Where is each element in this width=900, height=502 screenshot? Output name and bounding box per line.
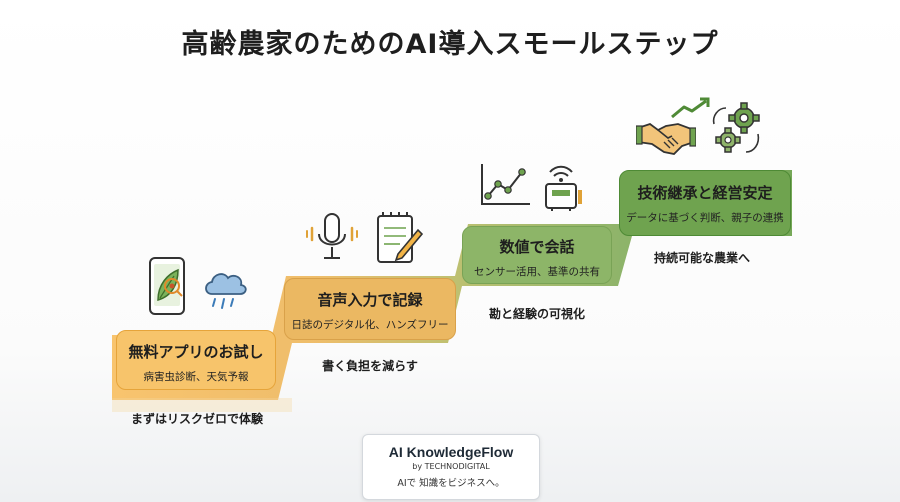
step-1-subtitle: 病害虫診断、天気予報 xyxy=(143,371,249,383)
growth-arrow-icon xyxy=(671,97,710,119)
wifi-sensor-icon xyxy=(545,165,582,211)
notebook-pen-icon xyxy=(377,212,424,263)
step-3-title: 数値で会話 xyxy=(499,238,575,256)
footer-byline: by TECHNODIGITAL xyxy=(412,462,490,471)
step-4-title: 技術継承と経営安定 xyxy=(637,184,773,202)
step-4-caption: 持続可能な農業へ xyxy=(653,251,750,265)
cloud-rain-icon xyxy=(205,273,247,309)
step-3-subtitle: センサー活用、基準の共有 xyxy=(474,266,600,278)
step-3-caption: 勘と経験の可視化 xyxy=(488,307,585,321)
smartphone-plant-icon xyxy=(149,257,185,315)
handshake-icon xyxy=(636,122,696,155)
footer-tagline: AIで 知識をビジネスへ。 xyxy=(397,478,505,489)
step-4-subtitle: データに基づく判断、親子の連携 xyxy=(626,212,784,224)
page-title: 高齢農家のためのAI導入スモールステップ xyxy=(181,29,719,60)
step-2-caption: 書く負担を減らす xyxy=(322,359,418,373)
step-2-subtitle: 日誌のデジタル化、ハンズフリー xyxy=(291,319,449,331)
gears-icon xyxy=(712,102,760,153)
line-chart-icon xyxy=(481,164,530,205)
footer-brand-name: AI KnowledgeFlow xyxy=(388,444,514,460)
step-3-box: 数値で会話 センサー活用、基準の共有 xyxy=(462,226,612,284)
step-2-box: 音声入力で記録 日誌のデジタル化、ハンズフリー xyxy=(284,278,456,340)
step-2-title: 音声入力で記録 xyxy=(317,291,423,309)
step-1-box: 無料アプリのお試し 病害虫診断、天気予報 xyxy=(116,330,276,390)
step-1-caption: まずはリスクゼロで体験 xyxy=(130,412,263,426)
microphone-icon xyxy=(306,213,358,259)
step-4-box: 技術継承と経営安定 データに基づく判断、親子の連携 xyxy=(619,170,791,236)
footer-brand-card: AI KnowledgeFlow by TECHNODIGITAL AIで 知識… xyxy=(362,434,540,500)
step-1-title: 無料アプリのお試し xyxy=(128,343,264,361)
